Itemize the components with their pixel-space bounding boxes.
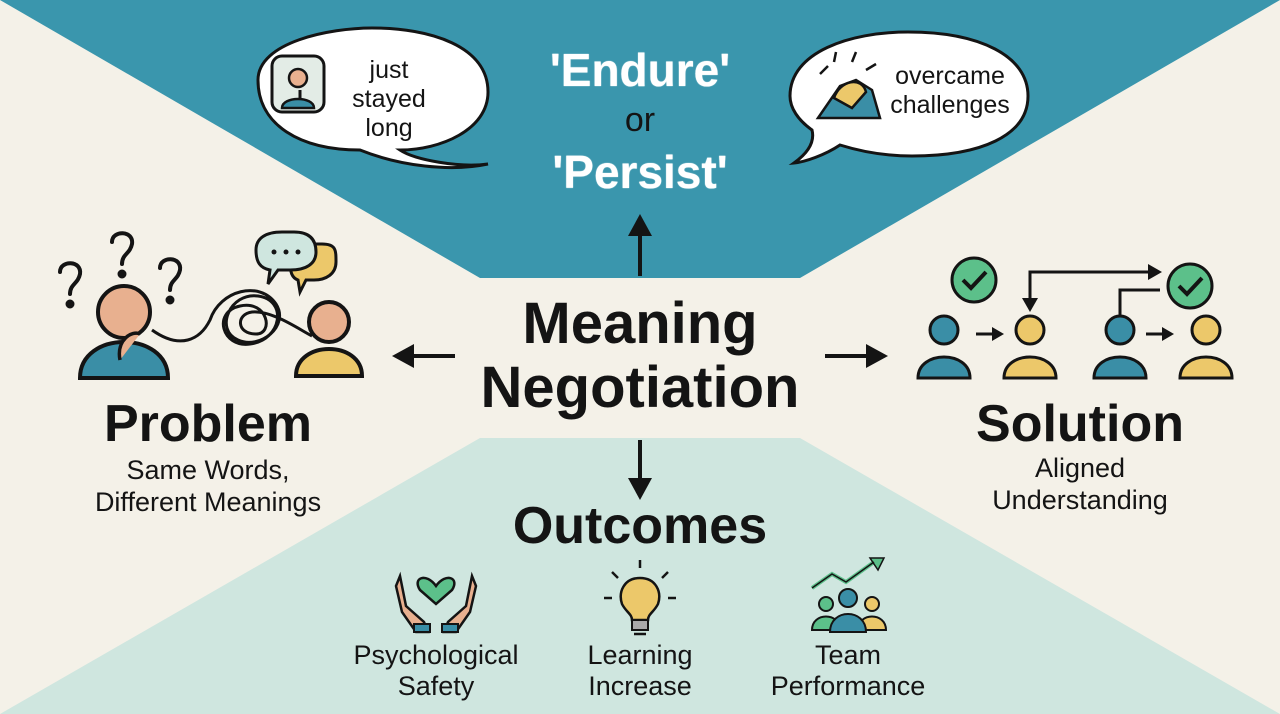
word-endure: 'Endure' [549,44,731,96]
outcome-2-line2: Increase [588,671,692,701]
outcome-3-line1: Team [814,640,882,670]
lightbulb-icon [604,560,676,636]
speech-bubble-right [788,30,1030,165]
question-mark-icon [58,231,183,309]
center-title: Meaning Negotiation [440,292,840,420]
center-arrows [392,214,888,500]
outcome-1-line2: Safety [397,671,475,701]
arrow-left-head [392,344,414,368]
outcome-learning-increase: Learning Increase [540,640,740,702]
outcome-2-line1: Learning [587,640,693,670]
outcomes-title: Outcomes [512,497,768,555]
alignment-arrows [976,264,1174,341]
arrow-down-head [628,478,652,500]
check-circle-icon [950,256,1214,310]
person-thinking-icon [270,54,326,114]
word-or: or [624,101,656,139]
bubble-left-line3: long [365,114,413,142]
bubble-right-line2: challenges [890,91,1010,119]
bubble-left-text: just stayed long [336,56,442,143]
bottom-mint-region [0,438,1280,714]
outcome-3-line2: Performance [770,671,926,701]
bubble-right-text: overcame challenges [880,62,1020,120]
word-persist: 'Persist' [552,146,728,198]
team-growth-icon [810,557,888,633]
solution-subtitle: Aligned Understanding [930,452,1230,516]
problem-title: Problem [103,395,313,453]
problem-sub-line1: Same Words, [126,455,290,485]
solution-people-icons [916,314,1234,380]
center-title-line1: Meaning [522,291,758,356]
center-title-line2: Negotiation [480,355,800,420]
bubble-right-line1: overcame [895,62,1005,90]
handshake-icon [815,51,882,120]
bubble-left-line2: stayed [352,85,426,113]
outcome-team-performance: Team Performance [748,640,948,702]
problem-sub-line2: Different Meanings [94,487,322,517]
outcome-1-line1: Psychological [353,640,519,670]
solution-sub-line1: Aligned [1034,453,1126,483]
arrow-right-head [866,344,888,368]
confused-person-icon [77,284,171,380]
person-icon [293,300,365,378]
solution-sub-line2: Understanding [992,485,1168,515]
solution-title: Solution [976,395,1184,453]
bubble-left-line1: just [369,56,409,84]
problem-subtitle: Same Words, Different Meanings [38,454,378,518]
outcome-psychological-safety: Psychological Safety [326,640,546,702]
chat-bubbles-icon [254,230,338,297]
heart-hands-icon [394,571,478,634]
arrow-up-head [628,214,652,236]
tangled-line-icon [151,289,313,346]
